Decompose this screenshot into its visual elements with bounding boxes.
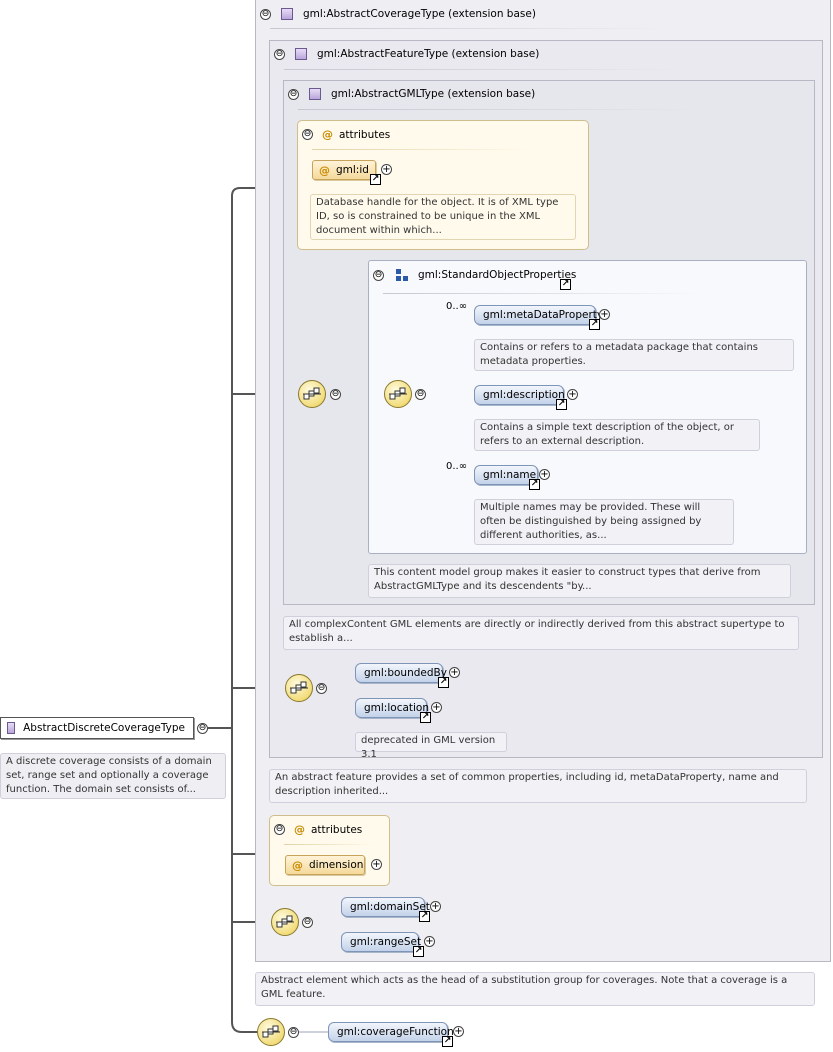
element-range-set[interactable]: gml:rangeSet bbox=[341, 932, 422, 952]
ref-arrow-icon[interactable]: ↗ bbox=[560, 279, 571, 290]
complex-type-icon bbox=[295, 48, 307, 60]
sequence-compositor-icon[interactable] bbox=[298, 380, 326, 408]
ref-arrow-icon[interactable]: ↗ bbox=[442, 1036, 453, 1047]
group-header: ⊖ gml:StandardObjectProperties bbox=[373, 269, 576, 281]
element-metadata-property[interactable]: gml:metaDataProperty bbox=[474, 305, 603, 325]
separator bbox=[298, 109, 698, 110]
separator bbox=[312, 149, 532, 150]
panel-header-coverage: ⊖ gml:AbstractCoverageType (extension ba… bbox=[260, 8, 536, 20]
attributes-title-coverage: ⊖ @ attributes bbox=[274, 823, 362, 836]
element-label: gml:rangeSet bbox=[350, 936, 422, 948]
ref-arrow-icon[interactable]: ↗ bbox=[370, 174, 381, 185]
attribute-icon: @ bbox=[294, 823, 305, 836]
attribute-icon: @ bbox=[322, 128, 333, 141]
collapse-sequence-icon[interactable]: ⊖ bbox=[302, 917, 313, 928]
doc-location: deprecated in GML version 3.1 bbox=[355, 732, 507, 760]
separator bbox=[284, 844, 374, 845]
collapse-group-icon[interactable]: ⊖ bbox=[373, 269, 384, 281]
ref-arrow-icon[interactable]: ↗ bbox=[419, 911, 430, 922]
element-label: gml:coverageFunction bbox=[337, 1026, 454, 1038]
sequence-compositor-icon[interactable] bbox=[271, 908, 299, 936]
attribute-gml-id-label: gml:id bbox=[336, 164, 369, 176]
attribute-icon: @ bbox=[319, 163, 330, 177]
doc-abstract-feature-type: An abstract feature provides a set of co… bbox=[269, 769, 807, 803]
expand-icon[interactable]: + bbox=[449, 667, 460, 678]
element-domain-set[interactable]: gml:domainSet bbox=[341, 897, 430, 917]
element-location[interactable]: gml:location bbox=[355, 698, 430, 718]
attribute-dimension-label: dimension bbox=[309, 859, 364, 871]
element-name[interactable]: gml:name bbox=[474, 465, 538, 485]
expand-icon[interactable]: + bbox=[424, 936, 435, 947]
collapse-sequence-icon[interactable]: ⊖ bbox=[316, 683, 327, 694]
collapse-sequence-icon[interactable]: ⊖ bbox=[330, 389, 341, 400]
complex-type-icon bbox=[309, 88, 321, 100]
expand-icon[interactable]: + bbox=[539, 469, 550, 480]
doc-standard-object-properties: This content model group makes it easier… bbox=[368, 564, 791, 598]
doc-root: A discrete coverage consists of a domain… bbox=[0, 753, 226, 799]
expand-icon[interactable]: + bbox=[381, 164, 392, 175]
expand-icon[interactable]: + bbox=[431, 702, 442, 713]
attribute-gml-id[interactable]: @ gml:id bbox=[312, 160, 376, 180]
complex-type-icon bbox=[281, 8, 293, 20]
attributes-label: attributes bbox=[339, 128, 391, 141]
expand-icon[interactable]: + bbox=[567, 389, 578, 400]
panel-title-feature: gml:AbstractFeatureType (extension base) bbox=[317, 48, 540, 60]
element-label: gml:name bbox=[483, 469, 537, 481]
doc-name: Multiple names may be provided. These wi… bbox=[474, 499, 734, 545]
doc-gml-id: Database handle for the object. It is of… bbox=[310, 194, 576, 240]
panel-title-coverage: gml:AbstractCoverageType (extension base… bbox=[303, 8, 536, 20]
attribute-icon: @ bbox=[292, 858, 303, 872]
collapse-gml-icon[interactable]: ⊖ bbox=[288, 88, 299, 100]
doc-abstract-gml-type: All complexContent GML elements are dire… bbox=[283, 616, 799, 650]
separator bbox=[284, 69, 684, 70]
group-icon bbox=[396, 269, 408, 281]
collapse-coverage-icon[interactable]: ⊖ bbox=[260, 8, 271, 20]
panel-title-gml: gml:AbstractGMLType (extension base) bbox=[331, 88, 536, 100]
collapse-root-icon[interactable]: ⊖ bbox=[197, 723, 208, 734]
collapse-feature-icon[interactable]: ⊖ bbox=[274, 48, 285, 60]
element-label: gml:metaDataProperty bbox=[483, 309, 604, 321]
root-element-label: AbstractDiscreteCoverageType bbox=[23, 722, 185, 734]
collapse-attributes-icon[interactable]: ⊖ bbox=[302, 129, 313, 140]
doc-metadata: Contains or refers to a metadata package… bbox=[474, 339, 794, 371]
collapse-sequence-icon[interactable]: ⊖ bbox=[415, 389, 426, 400]
expand-icon[interactable]: + bbox=[430, 901, 441, 912]
attributes-label: attributes bbox=[311, 823, 363, 836]
complex-type-icon bbox=[7, 722, 16, 734]
ref-arrow-icon[interactable]: ↗ bbox=[438, 677, 449, 688]
attribute-dimension[interactable]: @ dimension bbox=[285, 855, 365, 875]
separator bbox=[383, 293, 703, 294]
doc-description: Contains a simple text description of th… bbox=[474, 419, 760, 451]
root-element[interactable]: AbstractDiscreteCoverageType bbox=[0, 717, 194, 739]
ref-arrow-icon[interactable]: ↗ bbox=[589, 319, 600, 330]
group-label: gml:StandardObjectProperties bbox=[418, 269, 577, 281]
element-description[interactable]: gml:description bbox=[474, 385, 565, 405]
element-coverage-function[interactable]: gml:coverageFunction bbox=[328, 1022, 454, 1042]
expand-icon[interactable]: + bbox=[599, 309, 610, 320]
expand-icon[interactable]: + bbox=[371, 859, 382, 870]
expand-icon[interactable]: + bbox=[453, 1026, 464, 1037]
occurrence-name: 0..∞ bbox=[446, 461, 468, 472]
sequence-compositor-icon[interactable] bbox=[257, 1018, 285, 1046]
element-label: gml:location bbox=[364, 702, 430, 714]
occurrence-metadata: 0..∞ bbox=[446, 301, 468, 312]
attributes-title-gml: ⊖ @ attributes bbox=[302, 128, 390, 141]
separator bbox=[270, 28, 670, 29]
sequence-compositor-icon[interactable] bbox=[285, 674, 313, 702]
element-bounded-by[interactable]: gml:boundedBy bbox=[355, 663, 447, 683]
ref-arrow-icon[interactable]: ↗ bbox=[556, 399, 567, 410]
sequence-compositor-icon[interactable] bbox=[384, 380, 412, 408]
panel-header-gml: ⊖ gml:AbstractGMLType (extension base) bbox=[288, 88, 535, 100]
ref-arrow-icon[interactable]: ↗ bbox=[413, 946, 424, 957]
collapse-attributes-icon[interactable]: ⊖ bbox=[274, 824, 285, 835]
panel-header-feature: ⊖ gml:AbstractFeatureType (extension bas… bbox=[274, 48, 539, 60]
ref-arrow-icon[interactable]: ↗ bbox=[420, 712, 431, 723]
element-label: gml:boundedBy bbox=[364, 667, 447, 679]
collapse-sequence-icon[interactable]: ⊖ bbox=[288, 1027, 299, 1038]
element-label: gml:description bbox=[483, 389, 565, 401]
doc-abstract-coverage-type: Abstract element which acts as the head … bbox=[255, 972, 815, 1006]
ref-arrow-icon[interactable]: ↗ bbox=[529, 479, 540, 490]
attributes-box-coverage: ⊖ @ attributes bbox=[269, 815, 390, 886]
element-label: gml:domainSet bbox=[350, 901, 430, 913]
